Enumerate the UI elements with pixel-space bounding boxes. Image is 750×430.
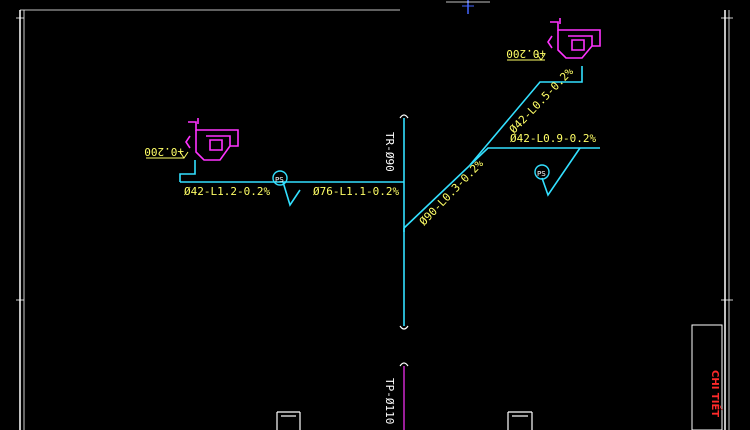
floor-drain-left: PS xyxy=(272,170,288,186)
bottom-fixture-right xyxy=(507,411,533,430)
title-block: CHI TIẾT xyxy=(691,324,724,430)
sheet-border xyxy=(16,9,733,430)
floor-drain-right-tag: PS xyxy=(537,170,546,178)
riser-tr-line xyxy=(399,114,409,330)
left-basin-fixture xyxy=(185,118,239,161)
title-block-text: CHI TIẾT xyxy=(709,370,724,417)
floor-drain-left-tag: PS xyxy=(275,176,284,184)
elevation-right: +0.200 xyxy=(506,47,546,61)
label-right-branch: Ø42-L0.9-0.2% xyxy=(510,132,596,145)
label-upper-diagonal: Ø42-L0.5-0.2% xyxy=(507,65,576,136)
riser-tp-line xyxy=(399,362,409,430)
pipe-network xyxy=(179,66,600,232)
riser-tp-label: TP-Ø110 xyxy=(383,378,396,424)
bottom-fixture-left xyxy=(276,411,301,430)
floor-drain-right: PS xyxy=(534,164,550,180)
riser-tr-label: TR-Ø90 xyxy=(383,132,396,172)
label-left-branch: Ø42-L1.2-0.2% xyxy=(184,185,270,198)
elevation-left-label: +0.200 xyxy=(144,145,184,158)
top-fixture-symbol xyxy=(446,0,490,14)
label-main-horizontal: Ø76-L1.1-0.2% xyxy=(313,185,399,198)
elevation-right-label: +0.200 xyxy=(506,47,546,60)
right-basin-fixture xyxy=(547,18,601,59)
elevation-left: +0.200 xyxy=(144,145,189,159)
label-main-diagonal: Ø90-L0.3-0.2% xyxy=(417,157,486,228)
